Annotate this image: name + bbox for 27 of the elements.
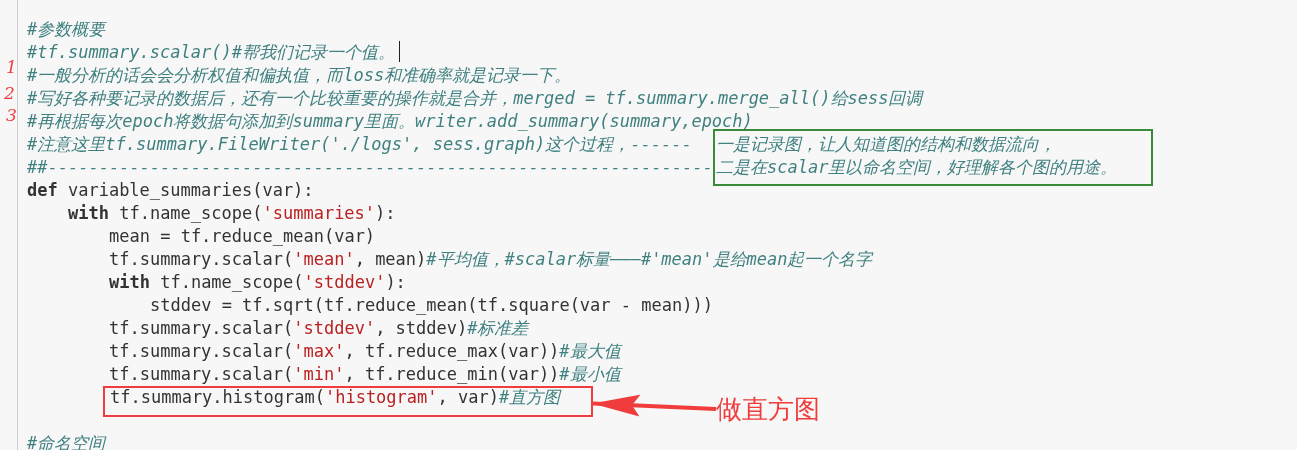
- code-line: tf.summary.scalar('max', tf.reduce_max(var))#最大值: [109, 339, 621, 363]
- code-line: tf.summary.histogram('histogram', var)#直方图: [110, 385, 561, 409]
- code-line: #再根据每次epoch将数据句添加到summary里面。writer.add_summary(summary,epoch): [27, 109, 753, 133]
- code-line: stddev = tf.sqrt(tf.reduce_mean(tf.square(var - mean))): [150, 293, 713, 317]
- arrow: [592, 394, 717, 417]
- code-line: #tf.summary.scalar()#帮我们记录一个值。: [27, 40, 395, 64]
- code-line: #命名空间: [27, 431, 106, 450]
- comment-text: 一是记录图，让人知道图的结构和数据流向，: [716, 132, 1056, 156]
- code-line: with tf.name_scope('stddev'):: [109, 270, 406, 294]
- handwritten-number: 3: [6, 106, 17, 124]
- code-line: def variable_summaries(var):: [27, 178, 314, 202]
- code-line: tf.summary.scalar('mean', mean)#平均值，#scalar标量———#'mean'是给mean起一个名字: [109, 247, 873, 271]
- code-line: #注意这里tf.summary.FileWriter('./logs', sess.graph)这个过程，------: [27, 132, 692, 156]
- comment-text: 二是在scalar里以命名空间，好理解各个图的用途。: [716, 155, 1118, 179]
- code-line: #一般分析的话会会分析权值和偏执值，而loss和准确率就是记录一下。: [27, 63, 572, 87]
- callout-box: [713, 129, 1153, 186]
- handwritten-number: 1: [6, 58, 17, 76]
- code-line: tf.summary.scalar('stddev', stddev)#标准差: [109, 316, 529, 340]
- handwritten-number: 2: [4, 84, 15, 102]
- code-line: with tf.name_scope('summaries'):: [68, 201, 396, 225]
- code-line: tf.summary.scalar('min', tf.reduce_min(var))#最小值: [109, 362, 621, 386]
- code-line: mean = tf.reduce_mean(var): [109, 224, 376, 248]
- highlight-box: [103, 386, 593, 417]
- annotation-text: 做直方图: [716, 391, 836, 427]
- code-line: #写好各种要记录的数据后，还有一个比较重要的操作就是合并，merged = tf.summary.merge_all()给sess回调: [27, 86, 923, 110]
- code-line: #参数概要: [27, 17, 106, 41]
- code-line: ##-----------------------------------------------------------------: [27, 155, 713, 179]
